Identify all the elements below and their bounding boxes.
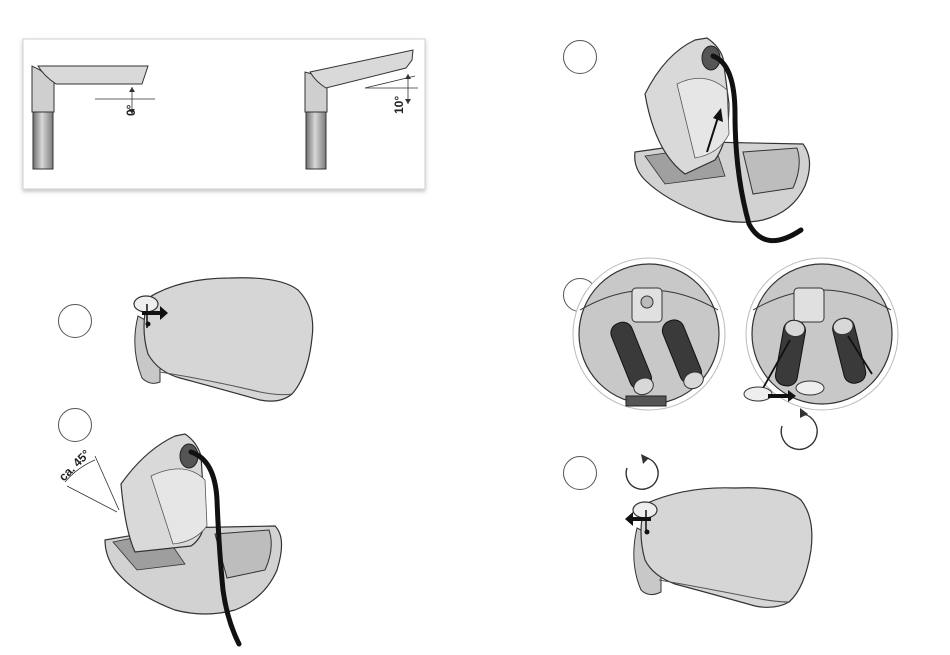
angle-label-0: 0° — [124, 105, 138, 116]
rotate-arrow-icon — [781, 414, 817, 449]
step-1-illustration — [120, 268, 330, 413]
battery-detail-after — [744, 258, 898, 410]
step-3-illustration — [625, 34, 825, 254]
lens-window — [743, 148, 799, 194]
step-4-illustration — [572, 250, 902, 450]
lamp-housing-closed — [641, 488, 812, 608]
battery-detail-before — [573, 258, 725, 410]
rotate-arrow-icon — [626, 458, 658, 489]
tilt-angle-box — [20, 36, 430, 196]
screw-icon — [744, 387, 772, 401]
step-5-illustration — [615, 452, 820, 612]
lamp-housing-closed — [144, 278, 313, 401]
pole — [306, 111, 326, 169]
lamp-head — [38, 66, 148, 84]
step-3-circle — [563, 40, 597, 74]
step-2-illustration — [55, 430, 310, 650]
mount-clip — [794, 288, 824, 322]
angle-label-10: 10° — [392, 96, 406, 114]
screw-icon — [796, 381, 824, 395]
angle-arc — [65, 460, 95, 482]
step-1-circle — [58, 304, 92, 338]
pole — [33, 111, 53, 169]
step-5-circle — [563, 456, 597, 490]
